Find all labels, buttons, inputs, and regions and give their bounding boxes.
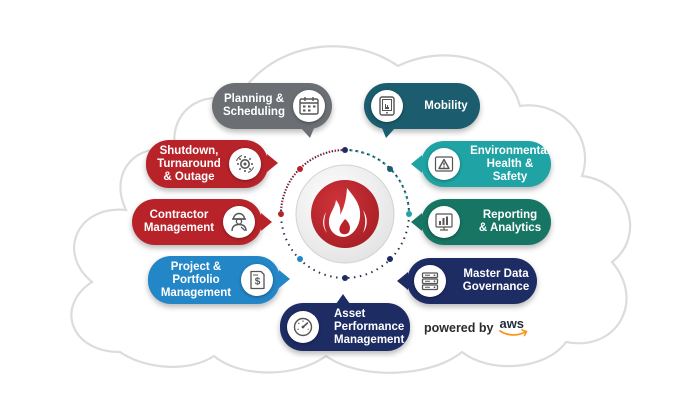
icon-container	[293, 90, 325, 122]
hub-node-left	[278, 211, 284, 217]
hub-node-lower-right	[387, 256, 393, 262]
bubble-tail	[261, 213, 272, 231]
icon-container	[287, 311, 319, 343]
chart-icon	[435, 213, 453, 231]
icon-container	[223, 206, 255, 238]
bubble-tail	[397, 272, 408, 290]
gear-cycle-icon	[236, 155, 254, 173]
node-label: Project & Portfolio Management	[160, 260, 232, 299]
hub-node-right	[406, 211, 412, 217]
node-environmental-health-safety[interactable]: Environmental Health & Safety	[411, 141, 551, 187]
node-label: Planning & Scheduling	[223, 93, 285, 118]
hub-node-upper-right	[387, 166, 393, 172]
warning-icon	[434, 156, 454, 172]
hub-ring-red-arc	[279, 148, 346, 215]
center-hub	[278, 147, 412, 281]
node-label: Reporting & Analytics	[478, 209, 542, 234]
icon-container: $	[241, 264, 273, 296]
hub-node-top	[342, 147, 348, 153]
hub-ring-teal-arc	[344, 148, 411, 215]
calendar-icon	[299, 97, 319, 115]
node-planning-scheduling[interactable]: Planning & Scheduling	[212, 83, 332, 138]
node-label: Mobility	[424, 99, 468, 112]
powered-by-text: powered by	[424, 321, 494, 335]
node-reporting-analytics[interactable]: Reporting & Analytics	[411, 199, 551, 245]
node-label: Environmental Health & Safety	[470, 144, 550, 183]
aws-logo-text: aws	[499, 316, 525, 331]
bubble-tail	[382, 128, 395, 138]
node-label: Master Data Governance	[462, 268, 530, 293]
worker-icon	[231, 212, 247, 232]
node-contractor-management[interactable]: Contractor Management	[132, 199, 272, 245]
node-asset-performance-management[interactable]: Asset Performance Management	[280, 294, 410, 351]
icon-container	[371, 90, 403, 122]
tablet-icon	[379, 96, 395, 116]
hub-node-upper-left	[297, 166, 303, 172]
icon-container	[414, 265, 446, 297]
icon-container	[428, 148, 460, 180]
node-label: Asset Performance Management	[334, 307, 405, 346]
gauge-icon	[293, 317, 313, 337]
svg-text:$: $	[255, 277, 261, 288]
node-label: Shutdown, Turnaround & Outage	[157, 144, 221, 183]
bubble-tail	[267, 154, 278, 172]
node-label: Contractor Management	[143, 209, 215, 234]
icon-container	[428, 206, 460, 238]
aws-logo: aws	[498, 316, 532, 339]
node-master-data-governance[interactable]: Master Data Governance	[397, 258, 537, 304]
bubble-tail	[336, 294, 350, 304]
bubble-tail	[411, 213, 422, 231]
powered-by-aws: powered by aws	[424, 316, 532, 339]
server-icon	[421, 272, 439, 291]
hub-node-bottom	[342, 275, 348, 281]
invoice-icon: $	[250, 270, 265, 290]
hub-node-lower-left	[297, 256, 303, 262]
aws-smile-icon	[499, 329, 528, 337]
node-project-portfolio-management[interactable]: Project & Portfolio Management $	[148, 256, 290, 304]
flame-icon	[323, 188, 367, 237]
node-shutdown-turnaround-outage[interactable]: Shutdown, Turnaround & Outage	[146, 140, 278, 188]
icon-container	[229, 148, 261, 180]
bubble-tail	[279, 270, 290, 288]
bubble-tail	[411, 155, 422, 173]
bubble-tail	[301, 128, 314, 138]
node-mobility[interactable]: Mobility	[364, 83, 480, 138]
flame-core	[339, 219, 350, 235]
